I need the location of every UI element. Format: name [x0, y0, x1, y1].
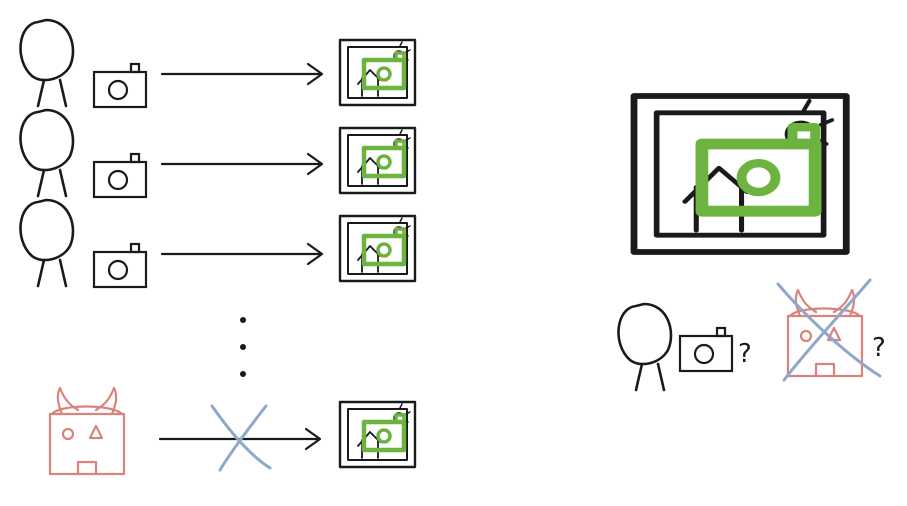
arrow-icon: [160, 242, 324, 266]
ellipsis-dot: [240, 317, 246, 323]
person-icon: [19, 198, 75, 288]
photo-icon: [340, 40, 415, 105]
camera-icon: [92, 152, 148, 199]
attribution-question: ? ?: [617, 278, 886, 392]
photo-icon: [340, 216, 415, 281]
ellipsis: [240, 317, 246, 377]
person-icon: [19, 108, 75, 198]
camera-icon: [92, 62, 148, 109]
adversary-row: [48, 386, 415, 476]
devil-icon: [48, 386, 126, 476]
question-mark: ?: [738, 339, 752, 369]
ellipsis-dot: [240, 344, 246, 350]
honest-row-1: [19, 18, 415, 109]
large-photo: [634, 96, 846, 252]
honest-row-3: [19, 198, 415, 289]
question-mark: ?: [872, 333, 886, 363]
arrow-icon: [160, 152, 324, 176]
cross-mark-icon: [776, 278, 882, 382]
photo-icon: [634, 96, 846, 252]
photo-icon: [340, 402, 415, 467]
person-icon: [19, 18, 75, 108]
camera-icon: [678, 326, 734, 373]
honest-row-2: [19, 108, 415, 199]
person-icon: [617, 302, 673, 392]
camera-icon: [92, 242, 148, 289]
photo-icon: [340, 128, 415, 193]
arrow-icon: [160, 62, 324, 86]
ellipsis-dot: [240, 371, 246, 377]
